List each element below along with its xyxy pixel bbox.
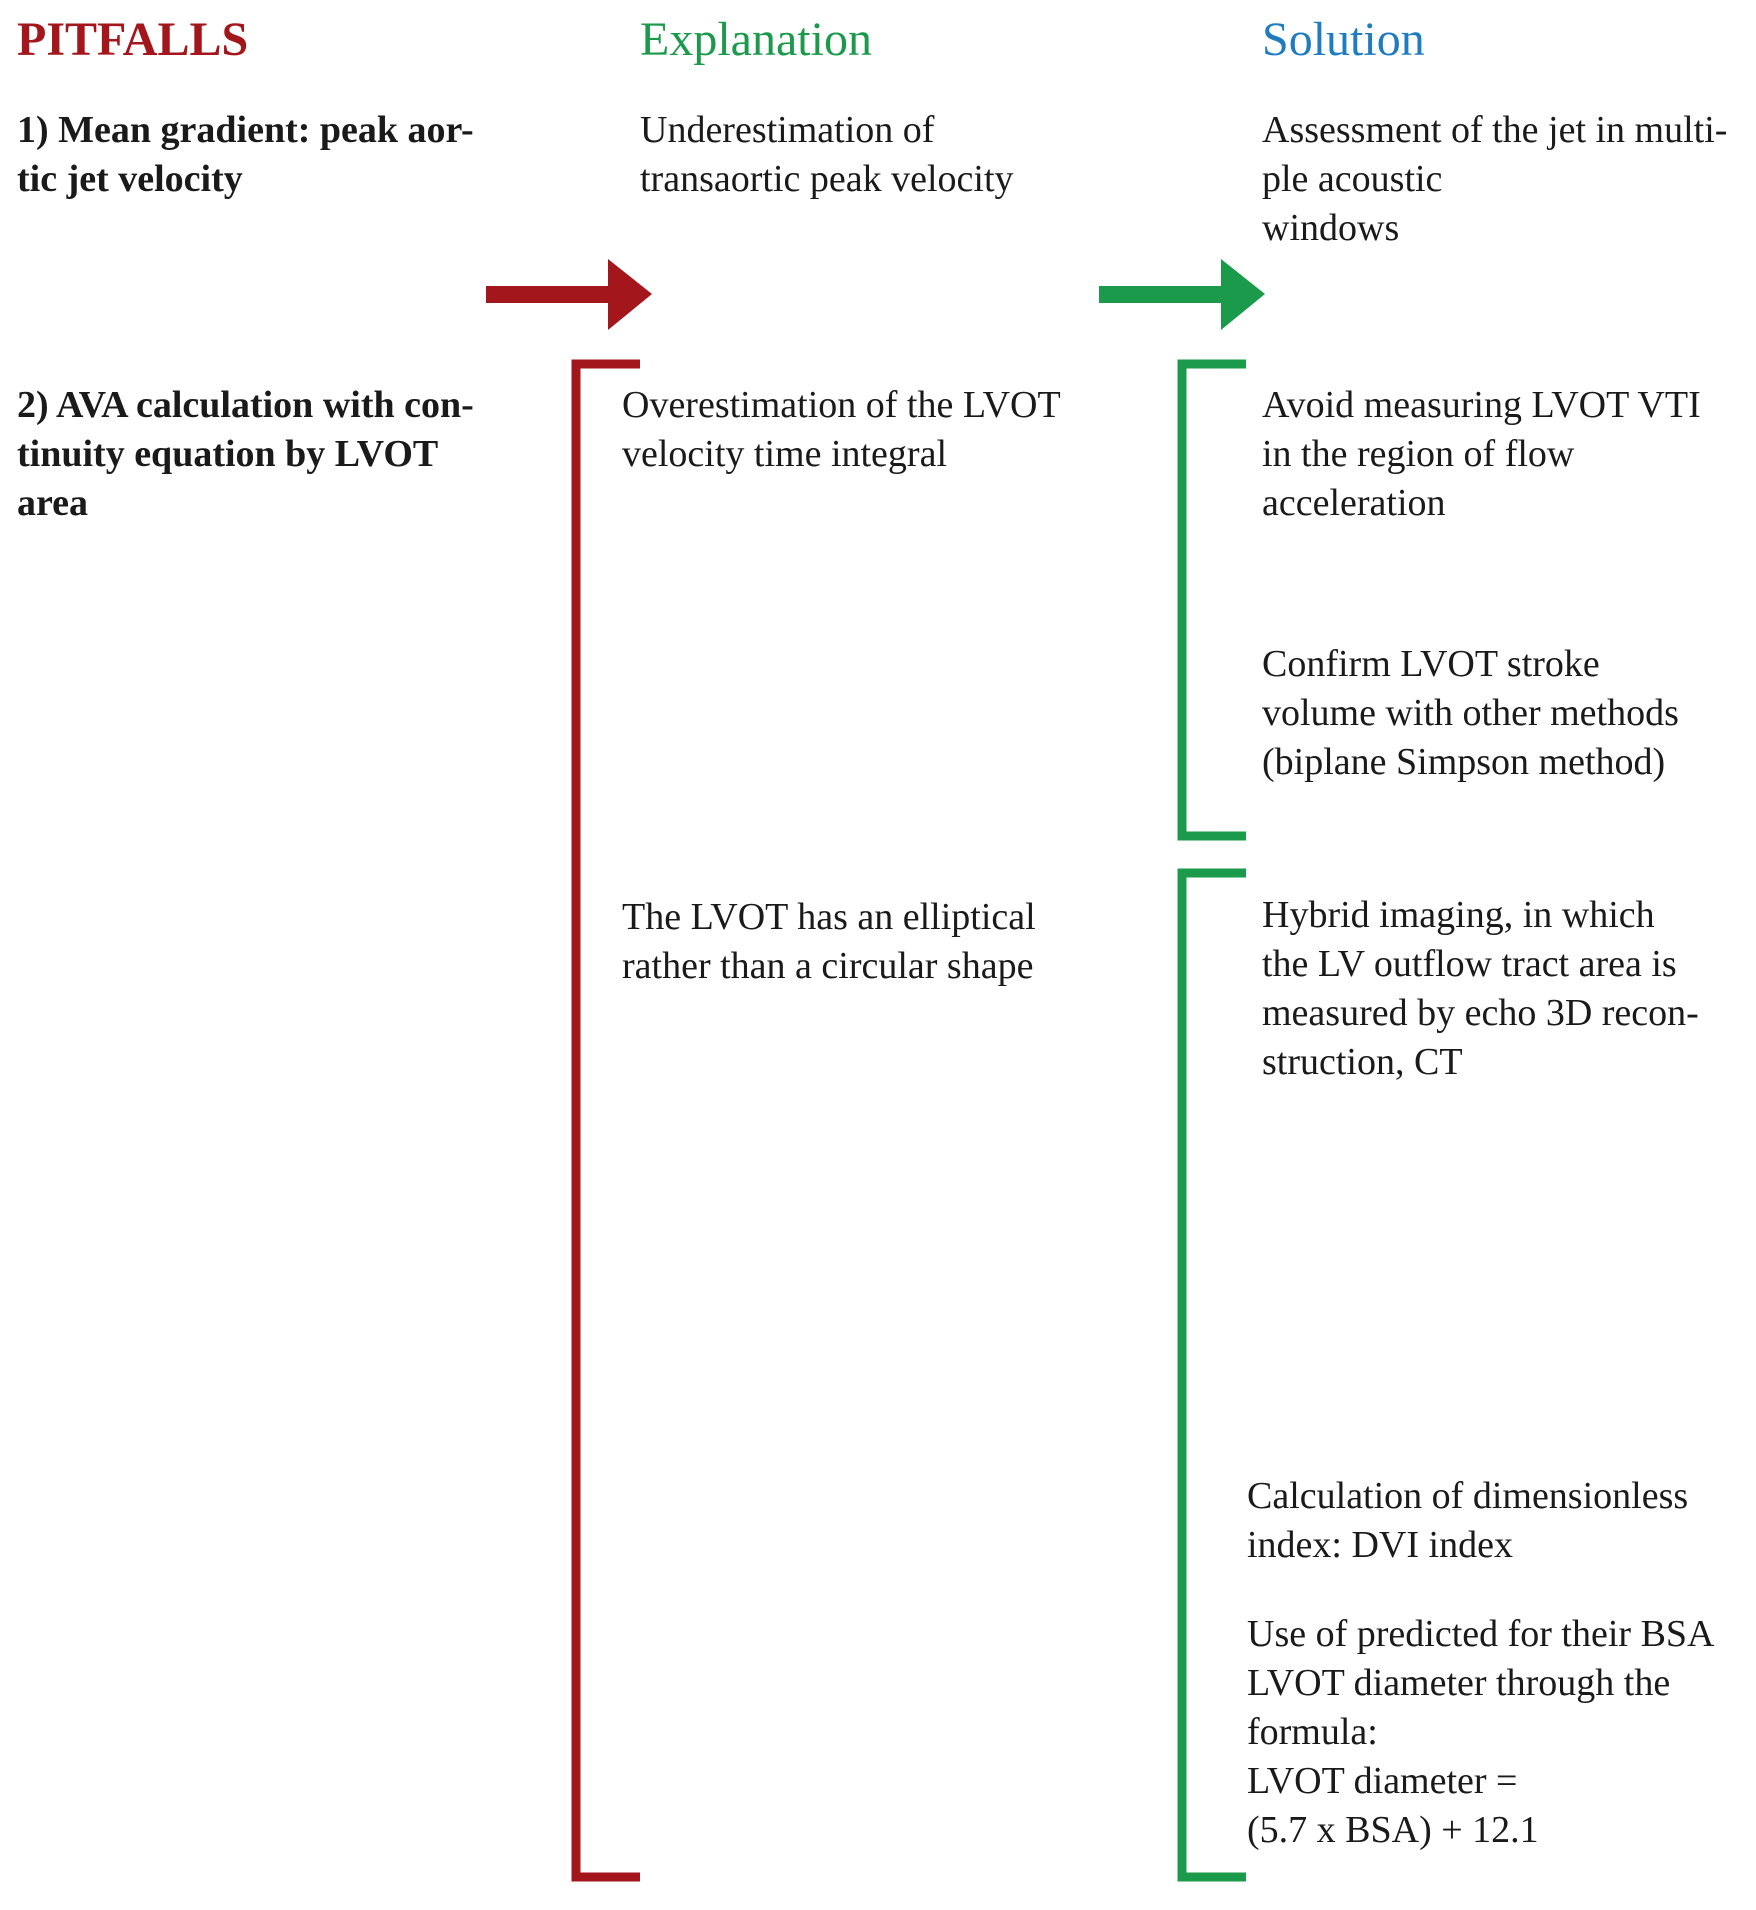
explanation-1: Underestimation of transaortic peak velo… bbox=[640, 109, 1014, 200]
header-solution: Solution bbox=[1262, 13, 1425, 66]
solution-3: Confirm LVOT stroke volume with other me… bbox=[1262, 643, 1679, 783]
explanation-2: Overestimation of the LVOT velocity time… bbox=[622, 384, 1061, 475]
pitfall-1: 1) Mean gradient: peak aor- tic jet velo… bbox=[17, 109, 474, 200]
solution-2: Avoid measuring LVOT VTI in the region o… bbox=[1262, 384, 1701, 524]
explanation-3: The LVOT has an elliptical rather than a… bbox=[622, 896, 1036, 987]
bracket-green-upper bbox=[1177, 359, 1246, 841]
arrow-right-green-icon bbox=[1099, 259, 1265, 330]
bracket-green-lower bbox=[1177, 868, 1246, 1882]
solution-4: Hybrid imaging, in which the LV outflow … bbox=[1262, 894, 1699, 1083]
header-pitfalls: PITFALLS bbox=[17, 13, 249, 66]
arrow-right-red-icon bbox=[486, 259, 652, 330]
header-explanation: Explanation bbox=[640, 13, 872, 66]
pitfall-2: 2) AVA calculation with con- tinuity equ… bbox=[17, 384, 474, 524]
solution-1: Assessment of the jet in multi- ple acou… bbox=[1262, 109, 1728, 249]
bracket-red bbox=[571, 359, 640, 1882]
solution-5: Calculation of dimensionless index: DVI … bbox=[1247, 1475, 1689, 1566]
solution-6: Use of predicted for their BSA LVOT diam… bbox=[1247, 1613, 1715, 1851]
